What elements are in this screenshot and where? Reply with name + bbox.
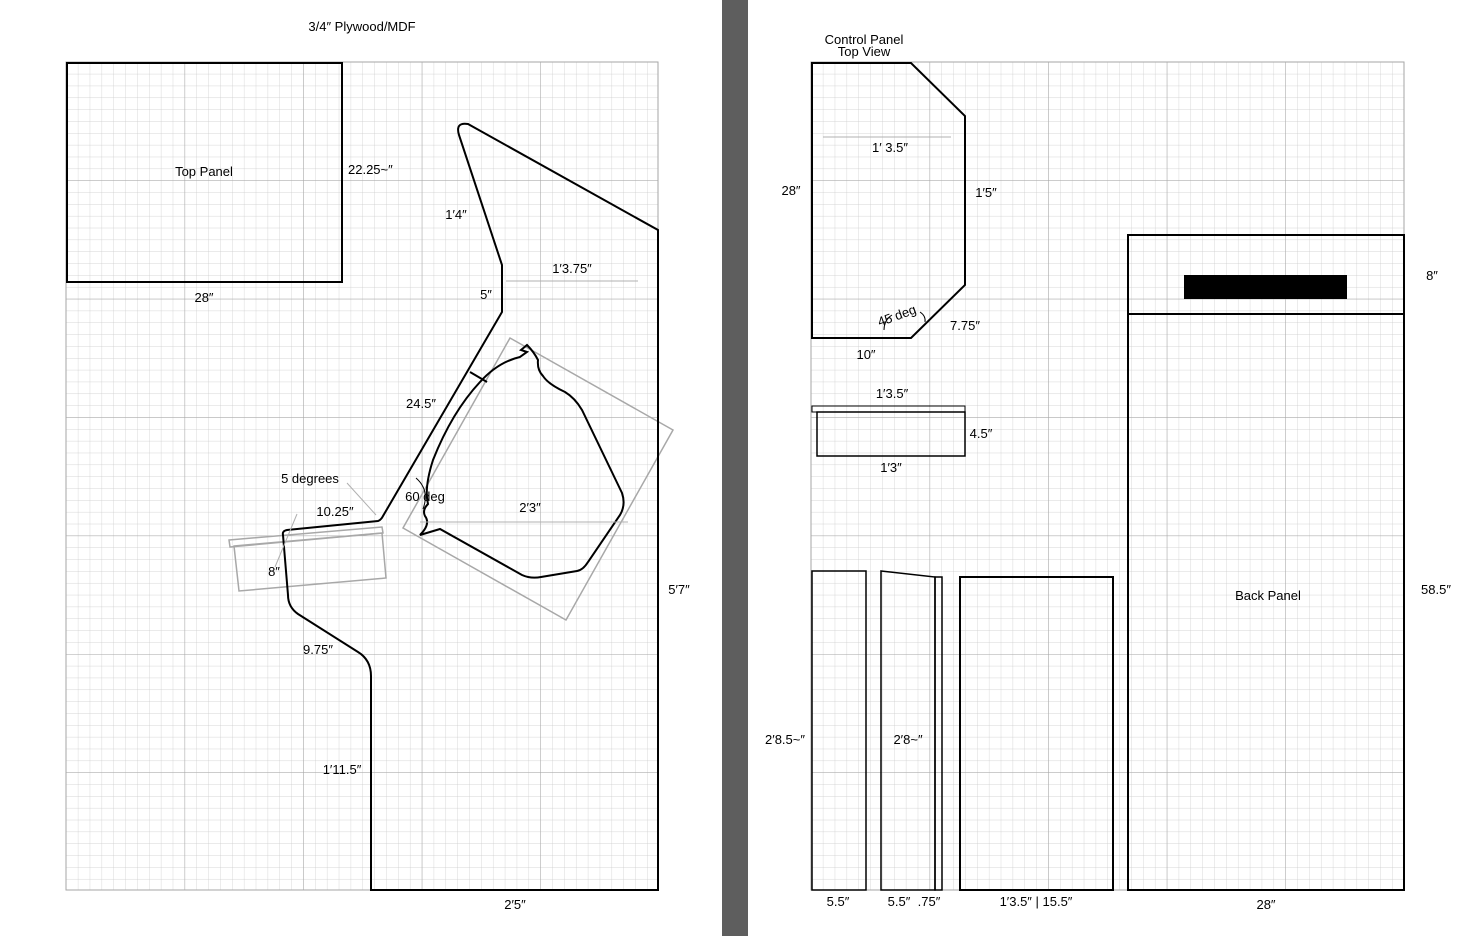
angle-5-leader	[346, 482, 377, 516]
side-height-dim: 5′7″	[668, 582, 690, 597]
back-panel	[1127, 234, 1405, 891]
side-base-dim: 2′5″	[504, 897, 526, 912]
top-edge-dim: 1′3.75″	[552, 261, 592, 276]
door-panel	[959, 576, 1114, 891]
mid-strip-height-dim: 2′8~″	[893, 732, 922, 747]
left-grid-major	[65, 61, 659, 891]
side-strip	[811, 570, 867, 891]
back-width-dim: 28″	[1256, 897, 1275, 912]
control-shelf-outline	[228, 526, 384, 548]
angle-60-arc	[415, 477, 426, 510]
monitor-edge-dim: 24.5″	[406, 396, 436, 411]
side-panel-profile	[281, 122, 659, 891]
back-height-dim: 58.5″	[1421, 582, 1451, 597]
control-panel-top-view	[811, 62, 966, 339]
control-panel-subtitle: Top View	[838, 44, 891, 59]
cp-side-dim: 1′5″	[975, 185, 997, 200]
dim-8: 8″	[268, 564, 280, 579]
side-strip-height-dim: 2′8.5~″	[765, 732, 805, 747]
back-panel-label: Back Panel	[1235, 588, 1301, 603]
shelf-inner-dim: 1′3″	[880, 460, 902, 475]
monitor-width-dim: 2′3″	[519, 500, 541, 515]
mid-strip-edge-dim: .75″	[918, 894, 941, 909]
dim-1-11-5: 1′11.5″	[323, 762, 362, 777]
monitor-outline	[401, 336, 675, 622]
cp-diag-dim: 7.75″	[950, 318, 980, 333]
mid-strip-width-dim: 5.5″	[888, 894, 911, 909]
cp-depth-dim: 28″	[781, 183, 800, 198]
shelf-height-dim: 4.5″	[970, 426, 993, 441]
top-panel	[66, 62, 343, 283]
dim-5in: 5″	[480, 287, 492, 302]
back-panel-slot	[1184, 275, 1347, 299]
angle-60-label: 60 deg	[405, 489, 445, 504]
monitor-cutout	[419, 343, 625, 579]
marquee-tick	[469, 371, 488, 383]
angle-5-label: 5 degrees	[281, 471, 339, 486]
control-panel-outline	[233, 532, 387, 592]
right-grid-major	[810, 61, 1405, 891]
top-panel-width-dim: 28″	[194, 290, 213, 305]
shelf-width-dim: 1′3.5″	[876, 386, 909, 401]
shelf-front	[816, 411, 966, 457]
back-top-dim: 8″	[1426, 268, 1438, 283]
sheet-divider	[722, 0, 748, 936]
side-strip-width-dim: 5.5″	[827, 894, 850, 909]
left-sheet: 3/4″ Plywood/MDF Top Panel 22.25~″ 28″ 1…	[65, 19, 690, 912]
angle-45-arc-right	[919, 311, 926, 323]
dim-9-75: 9.75″	[303, 642, 333, 657]
door-width-dim: 1′3.5″ | 15.5″	[1000, 894, 1073, 909]
angle-45-arc	[883, 314, 893, 331]
control-panel-title: Control Panel	[825, 32, 904, 47]
cp-front-dim: 10″	[856, 347, 875, 362]
mid-strip-edge	[934, 576, 943, 891]
marquee-edge-dim: 1′4″	[445, 207, 467, 222]
right-sheet: Control Panel Top View 1′ 3.5″ 28″ 1′5″ …	[765, 32, 1451, 912]
top-panel-label: Top Panel	[175, 164, 233, 179]
shelf-leader	[274, 513, 298, 568]
cp-inner-dim: 1′ 3.5″	[872, 140, 908, 155]
sheet-title: 3/4″ Plywood/MDF	[308, 19, 415, 34]
top-panel-height-dim: 22.25~″	[348, 162, 393, 177]
dim-10-25: 10.25″	[316, 504, 354, 519]
